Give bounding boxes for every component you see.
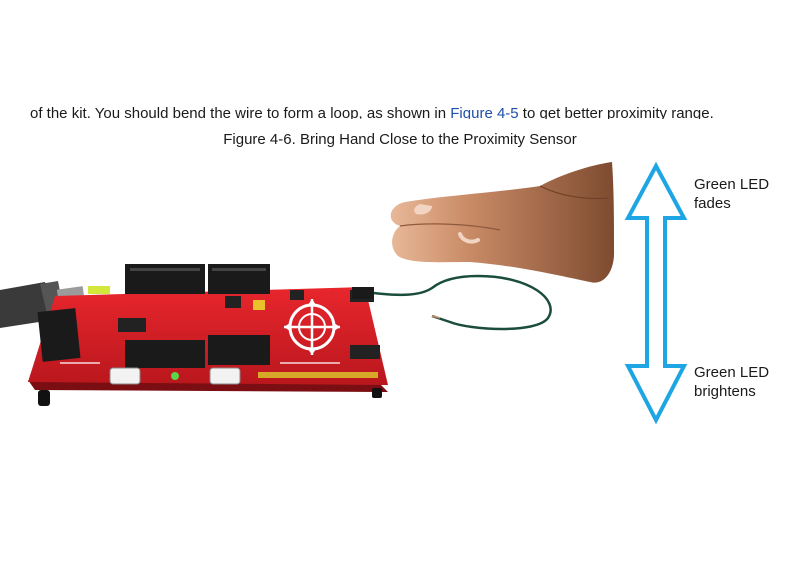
- double-arrow-icon: [624, 161, 688, 425]
- proximity-wire: [352, 274, 552, 331]
- body-text-after: to get better proximity range.: [518, 105, 714, 119]
- label-led-fades: Green LED fades: [694, 176, 770, 212]
- clipped-body-text: of the kit. You should bend the wire to …: [30, 102, 730, 119]
- label-led-brightens: Green LED brightens: [694, 364, 770, 400]
- crosshair-logo-icon: [284, 299, 340, 355]
- figure-caption: Figure 4-6. Bring Hand Close to the Prox…: [223, 131, 577, 148]
- hand-illustration: [390, 162, 615, 283]
- body-text-before: of the kit. You should bend the wire to …: [30, 105, 451, 119]
- figure-link[interactable]: Figure 4-5: [450, 105, 519, 119]
- figure-illustration: [0, 161, 688, 425]
- development-board: [28, 264, 388, 406]
